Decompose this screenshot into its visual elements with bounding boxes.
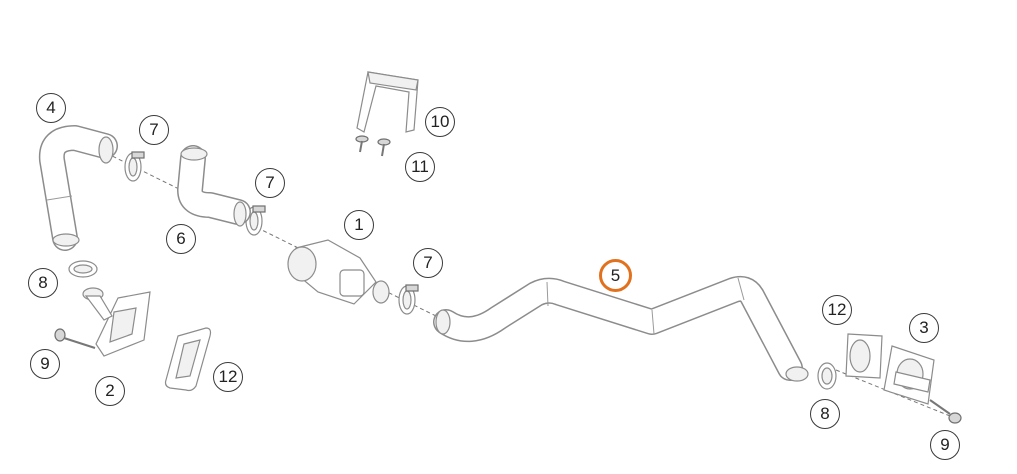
t-piece-part-6: [177, 145, 251, 227]
callout-2: 2: [95, 376, 125, 406]
housing-part-3: [883, 345, 935, 405]
ring-part-8a: [68, 260, 98, 278]
screw-part-9a: [54, 328, 96, 349]
callout-6: 6: [166, 224, 196, 254]
valve-part-1: [287, 239, 390, 305]
callout-5-highlighted: 5: [599, 259, 632, 292]
callout-7: 7: [413, 248, 443, 278]
hose-part-4: [38, 125, 118, 251]
screw-part-9b: [929, 399, 962, 424]
clamp-part-7c: [398, 284, 419, 315]
gasket-part-12a: [164, 327, 212, 392]
callout-12: 12: [213, 362, 243, 392]
screws-part-11: [355, 135, 391, 157]
callout-8: 8: [28, 268, 58, 298]
callout-1: 1: [344, 210, 374, 240]
clamp-part-7a: [124, 151, 145, 182]
callout-7: 7: [139, 115, 169, 145]
gasket-part-12b: [845, 333, 883, 379]
cover-part-2: [82, 287, 151, 357]
callout-3: 3: [909, 313, 939, 343]
callout-10: 10: [425, 107, 455, 137]
callout-4: 4: [36, 93, 66, 123]
callout-11: 11: [405, 152, 435, 182]
hose-part-5: [433, 275, 809, 382]
callout-9: 9: [30, 349, 60, 379]
callout-12: 12: [822, 295, 852, 325]
callout-8: 8: [810, 399, 840, 429]
callout-9: 9: [930, 430, 960, 460]
bracket-part-10: [356, 71, 419, 133]
ring-part-8b: [817, 362, 837, 390]
callout-7: 7: [255, 168, 285, 198]
